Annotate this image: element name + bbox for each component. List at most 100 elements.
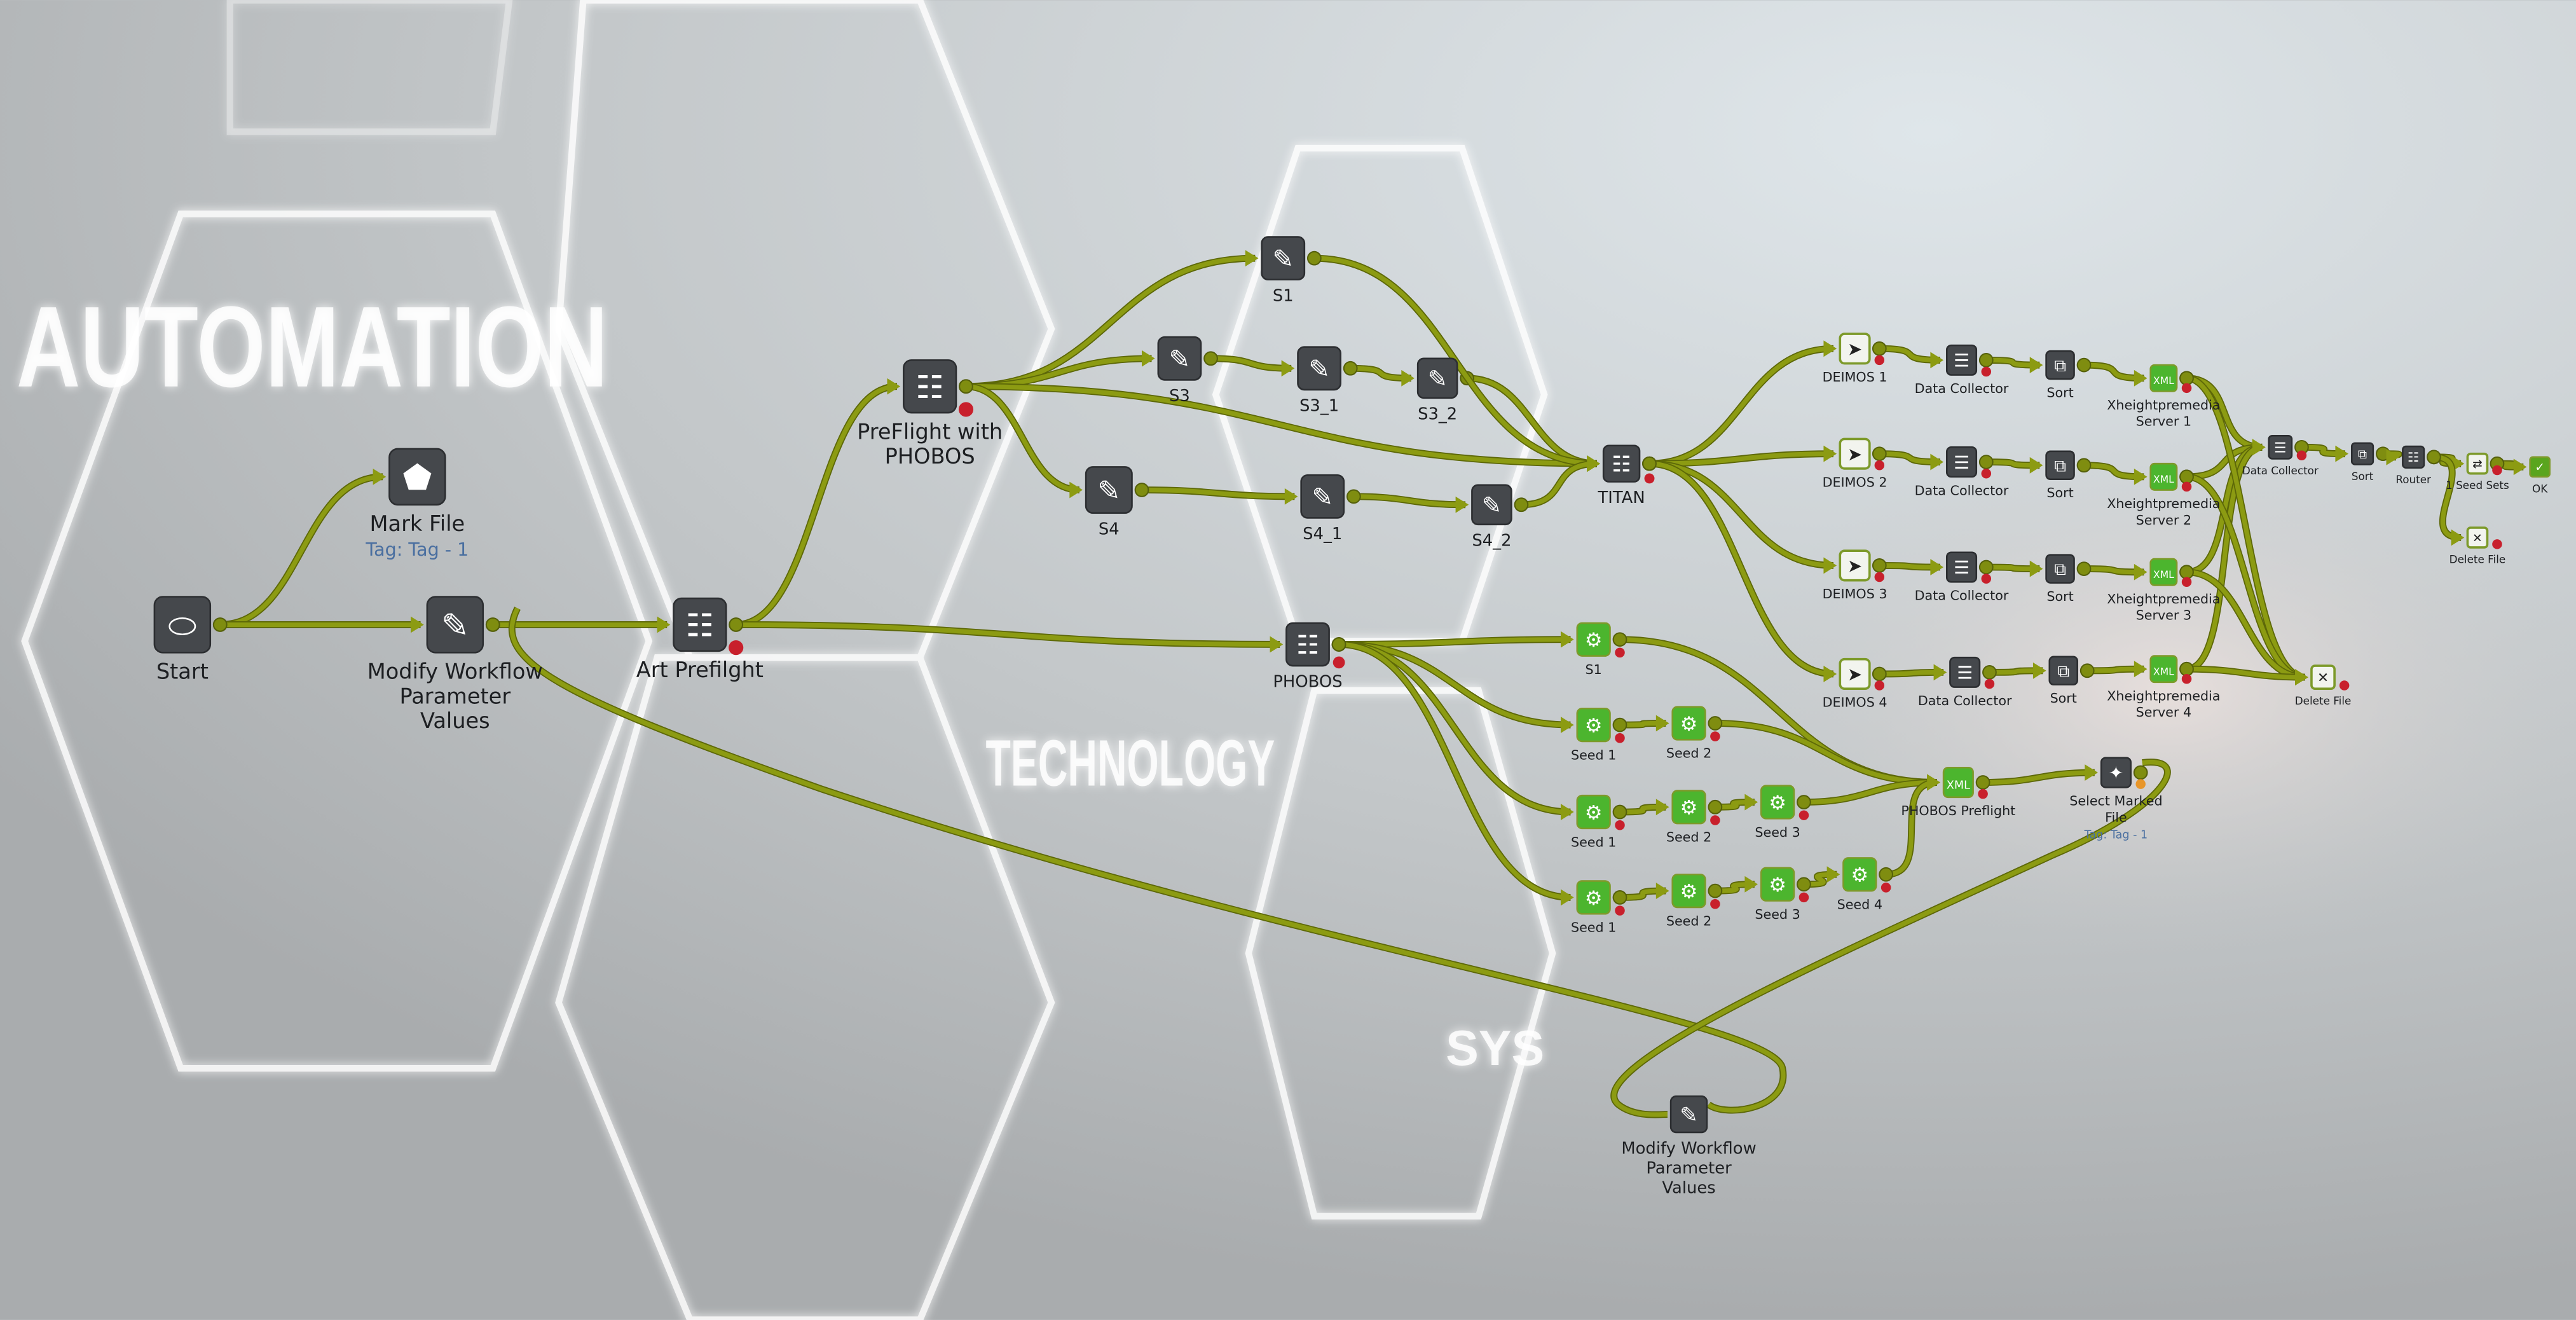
node-box[interactable] (2048, 656, 2078, 686)
error-badge-icon[interactable] (1978, 788, 1988, 799)
output-port[interactable] (959, 379, 973, 394)
output-port[interactable] (1203, 351, 1218, 366)
output-port[interactable] (2076, 357, 2092, 373)
node-box[interactable] (1416, 357, 1458, 399)
node-box[interactable] (1471, 484, 1512, 526)
node-box[interactable] (2045, 554, 2075, 584)
error-badge-icon[interactable] (1874, 355, 1885, 366)
node-so2[interactable]: ⧉Sort (2045, 450, 2075, 500)
node-titan[interactable]: ☷TITAN (1598, 444, 1655, 507)
output-port[interactable] (1612, 890, 1627, 905)
node-sa1[interactable]: ⚙Seed 1 (1571, 707, 1625, 762)
output-port[interactable] (1872, 666, 1887, 682)
node-so5[interactable]: ⧉Sort (2350, 442, 2374, 483)
output-port[interactable] (2427, 450, 2441, 465)
error-badge-icon[interactable] (1615, 905, 1625, 916)
output-port[interactable] (1797, 795, 1811, 809)
output-port[interactable] (2179, 371, 2194, 386)
node-del1[interactable]: ✕Delete File (2449, 526, 2506, 566)
node-box[interactable] (1839, 549, 1871, 582)
node-box[interactable] (1576, 622, 1611, 657)
error-badge-icon[interactable] (1981, 366, 1992, 377)
node-box[interactable] (1300, 474, 1345, 519)
node-box[interactable] (1297, 346, 1341, 391)
error-badge-icon[interactable] (1710, 815, 1720, 825)
node-router[interactable]: ☷Router (2395, 445, 2431, 486)
error-badge-icon[interactable] (1798, 810, 1809, 820)
node-box[interactable] (1085, 466, 1133, 514)
node-box[interactable] (2100, 757, 2132, 788)
error-badge-icon[interactable] (2492, 539, 2502, 549)
node-s1[interactable]: ✎S1 (1261, 236, 1306, 306)
node-box[interactable] (153, 596, 212, 654)
output-port[interactable] (1134, 483, 1149, 497)
output-port[interactable] (1708, 799, 1723, 815)
output-port[interactable] (2179, 469, 2194, 485)
node-box[interactable] (2268, 434, 2293, 460)
node-s3_2[interactable]: ✎S3_2 (1416, 357, 1458, 424)
node-sc4[interactable]: ⚙Seed 4 (1837, 857, 1891, 912)
node-box[interactable] (903, 359, 957, 414)
node-sb1[interactable]: ⚙Seed 1 (1571, 794, 1625, 849)
node-s4[interactable]: ✎S4 (1085, 466, 1133, 539)
node-sb2[interactable]: ⚙Seed 2 (1666, 790, 1720, 845)
node-xs1[interactable]: ⚙S1 (1576, 622, 1625, 677)
error-badge-icon[interactable] (2492, 465, 2502, 476)
output-port[interactable] (1514, 497, 1529, 512)
output-port[interactable] (2076, 458, 2092, 473)
node-s4_1[interactable]: ✎S4_1 (1300, 474, 1345, 544)
error-badge-icon[interactable] (1984, 678, 1995, 689)
error-badge-icon[interactable] (1615, 820, 1625, 830)
node-box[interactable] (1839, 657, 1871, 691)
node-start[interactable]: ⬭Start (153, 596, 212, 684)
output-port[interactable] (1331, 637, 1346, 652)
node-sc2[interactable]: ⚙Seed 2 (1666, 873, 1720, 928)
error-badge-icon[interactable] (1333, 656, 1345, 669)
node-sc3[interactable]: ⚙Seed 3 (1755, 867, 1809, 922)
output-port[interactable] (2179, 661, 2194, 677)
node-box[interactable] (1839, 333, 1871, 365)
error-badge-icon[interactable] (1981, 574, 1992, 584)
output-port[interactable] (1978, 455, 1994, 469)
node-box[interactable] (1285, 622, 1330, 667)
node-dc5[interactable]: ☰Data Collector (2242, 434, 2319, 477)
node-box[interactable] (2310, 664, 2336, 691)
output-port[interactable] (1872, 341, 1887, 356)
error-badge-icon[interactable] (1615, 647, 1625, 658)
node-del2[interactable]: ✕Delete File (2295, 664, 2352, 707)
output-port[interactable] (1982, 665, 1997, 680)
node-box[interactable] (1576, 707, 1611, 743)
error-badge-icon[interactable] (1881, 883, 1891, 893)
output-port[interactable] (1872, 446, 1887, 462)
error-badge-icon[interactable] (2296, 450, 2307, 461)
node-box[interactable] (1942, 766, 1974, 799)
node-box[interactable] (1945, 446, 1978, 478)
output-port[interactable] (1797, 877, 1811, 892)
output-port[interactable] (1978, 353, 1994, 368)
node-box[interactable] (2149, 655, 2178, 684)
error-badge-icon[interactable] (1710, 731, 1720, 741)
node-s4_2[interactable]: ✎S4_2 (1471, 484, 1512, 551)
node-sb3[interactable]: ⚙Seed 3 (1755, 785, 1809, 840)
output-port[interactable] (1612, 632, 1627, 647)
node-phobos[interactable]: ☷PHOBOS (1273, 622, 1345, 692)
node-box[interactable] (1669, 1095, 1708, 1134)
error-badge-icon[interactable] (2181, 673, 2192, 684)
error-badge-icon[interactable] (2181, 383, 2192, 394)
output-port[interactable] (729, 617, 744, 632)
node-box[interactable] (1261, 236, 1306, 281)
error-badge-icon[interactable] (958, 402, 974, 417)
error-badge-icon[interactable] (729, 640, 744, 656)
node-box[interactable] (2402, 445, 2425, 469)
node-box[interactable] (1671, 790, 1706, 825)
node-box[interactable] (2466, 526, 2489, 549)
node-box[interactable] (1671, 706, 1706, 741)
node-box[interactable] (1760, 867, 1795, 902)
output-port[interactable] (1346, 489, 1361, 504)
node-box[interactable] (1839, 437, 1871, 470)
node-seedsets[interactable]: ⇄1 Seed Sets (2446, 452, 2509, 492)
